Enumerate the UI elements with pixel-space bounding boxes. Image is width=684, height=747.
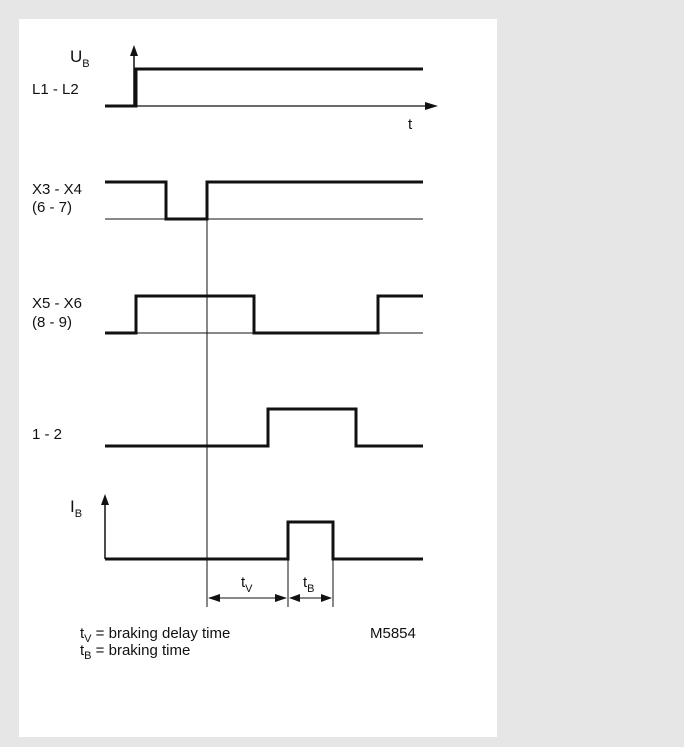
- time-axis-arrowhead: [425, 102, 438, 110]
- time-axis-label: t: [408, 116, 413, 133]
- legend-tv: tV = braking delay time: [80, 625, 230, 645]
- supply-voltage-trace: UB L1 - L2 t: [32, 45, 438, 133]
- x5x6-label-line1: X5 - X6: [32, 295, 82, 312]
- tv-arrowhead-left: [208, 594, 220, 602]
- tb-arrowhead-right: [321, 594, 332, 602]
- supply-axis-arrowhead-up: [130, 45, 138, 56]
- brake-current-trace: IB: [70, 494, 423, 561]
- contact12-trace: 1 - 2: [32, 407, 423, 448]
- timing-diagram: UB L1 - L2 t X3 - X4 (6 - 7) X5 - X6 (8 …: [32, 45, 438, 662]
- brake-current-axis-arrowhead-up: [101, 494, 109, 505]
- x5x6-label-line2: (8 - 9): [32, 314, 72, 331]
- x3x4-waveform: [105, 180, 423, 221]
- supply-waveform: [105, 67, 423, 108]
- contact12-label: 1 - 2: [32, 426, 62, 443]
- x5x6-waveform: [105, 294, 423, 335]
- tb-arrowhead-left: [289, 594, 300, 602]
- brake-current-axis-label: IB: [70, 497, 82, 520]
- supply-label: L1 - L2: [32, 81, 79, 98]
- x3x4-label-line2: (6 - 7): [32, 199, 72, 216]
- tv-arrowhead-right: [275, 594, 287, 602]
- brake-current-waveform: [105, 520, 423, 561]
- x5x6-trace: X5 - X6 (8 - 9): [32, 294, 423, 335]
- tb-label: tB: [303, 574, 315, 595]
- tv-label: tV: [241, 574, 253, 595]
- diagram-sheet: UB L1 - L2 t X3 - X4 (6 - 7) X5 - X6 (8 …: [19, 19, 497, 737]
- legend-tb: tB = braking time: [80, 642, 190, 662]
- figure-id: M5854: [370, 625, 416, 642]
- contact12-waveform: [105, 407, 423, 448]
- x3x4-trace: X3 - X4 (6 - 7): [32, 180, 423, 221]
- interval-markers: tV tB: [206, 182, 334, 607]
- legend: tV = braking delay time tB = braking tim…: [80, 625, 416, 662]
- supply-axis-label: UB: [70, 47, 90, 70]
- x3x4-label-line1: X3 - X4: [32, 181, 82, 198]
